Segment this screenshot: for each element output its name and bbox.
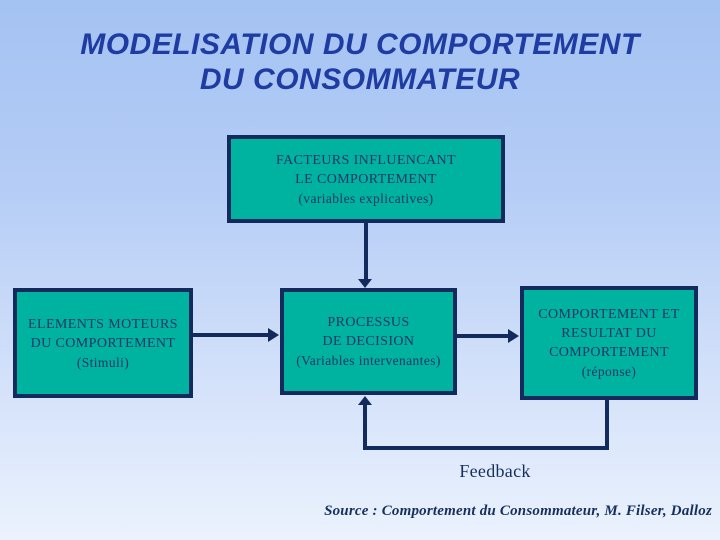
connector-process-to-response	[457, 334, 510, 338]
feedback-line-horizontal	[363, 446, 609, 450]
box-facteurs-line3: (variables explicatives)	[298, 190, 434, 206]
arrow-up-icon	[358, 396, 372, 405]
box-response-line4: (réponse)	[581, 364, 637, 379]
connector-top-vertical	[364, 223, 368, 280]
box-comportement-resultat: COMPORTEMENT ET RESULTAT DU COMPORTEMENT…	[520, 286, 698, 400]
box-stimuli-line2: DU COMPORTEMENT	[30, 335, 176, 351]
feedback-line-left-vertical	[363, 404, 367, 450]
source-citation: Source : Comportement du Consommateur, M…	[324, 503, 712, 519]
arrow-right-icon	[268, 328, 279, 342]
box-process-line2: DE DECISION	[322, 334, 415, 349]
box-facteurs-line2: LE COMPORTEMENT	[295, 171, 437, 187]
slide-title-line2: DU CONSOMMATEUR	[199, 63, 521, 96]
slide-title: MODELISATION DU COMPORTEMENT DU CONSOMMA…	[0, 27, 720, 97]
arrow-right-icon	[508, 329, 519, 343]
slide-title-line1: MODELISATION DU COMPORTEMENT	[80, 28, 640, 61]
box-processus-decision: PROCESSUS DE DECISION (Variables interve…	[280, 288, 457, 395]
box-process-line1: PROCESSUS	[327, 315, 410, 330]
box-elements-moteurs: ELEMENTS MOTEURS DU COMPORTEMENT (Stimul…	[13, 288, 193, 398]
box-stimuli-line3: (Stimuli)	[76, 354, 130, 370]
feedback-label: Feedback	[459, 461, 531, 481]
box-stimuli-line1: ELEMENTS MOTEURS	[28, 316, 178, 332]
box-facteurs-line1: FACTEURS INFLUENCANT	[275, 152, 457, 168]
box-response-line2: RESULTAT DU	[561, 326, 657, 341]
arrow-down-icon	[358, 279, 372, 288]
box-response-line1: COMPORTEMENT ET	[538, 307, 680, 322]
box-response-line3: COMPORTEMENT	[549, 345, 669, 360]
connector-stimuli-to-process	[193, 333, 270, 337]
box-facteurs-influencant: FACTEURS INFLUENCANT LE COMPORTEMENT (va…	[227, 135, 505, 223]
box-process-line3: (Variables intervenantes)	[296, 353, 441, 368]
feedback-line-right-vertical	[605, 400, 609, 450]
